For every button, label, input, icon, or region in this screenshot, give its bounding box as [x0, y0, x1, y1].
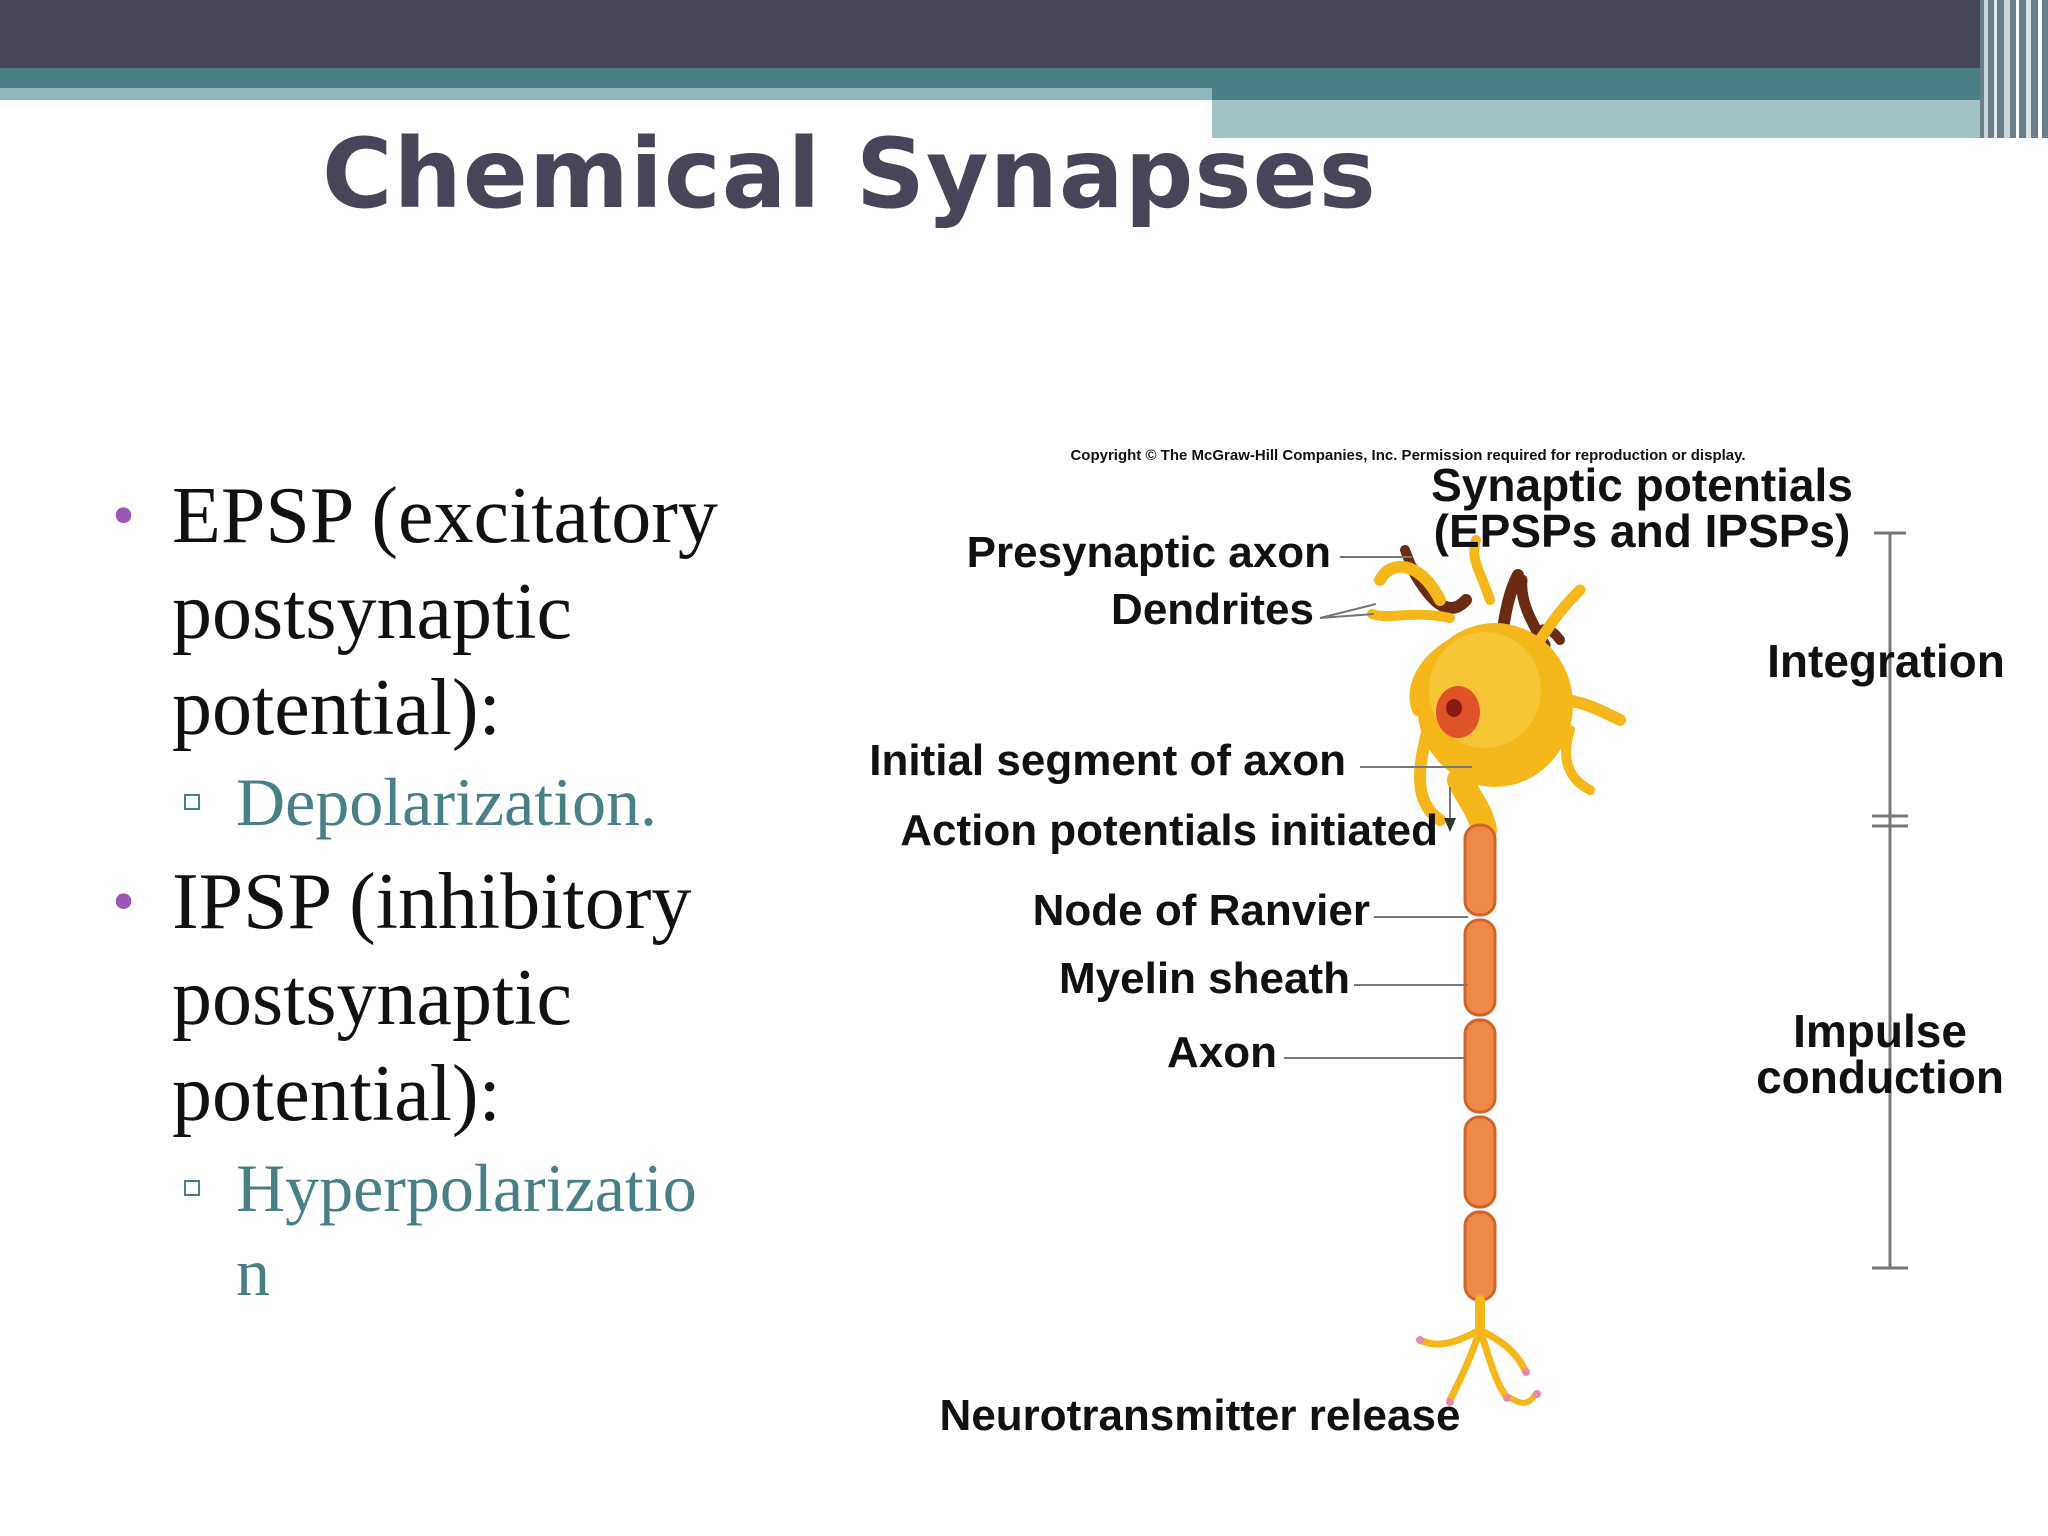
corner-stripes-decoration: [1980, 0, 2048, 138]
header-bar: [0, 0, 2048, 68]
label-action-potentials: Action potentials initiated: [900, 806, 1438, 855]
label-node-of-ranvier: Node of Ranvier: [1033, 886, 1370, 935]
label-conduction: conduction: [1756, 1051, 2004, 1103]
label-presynaptic-axon: Presynaptic axon: [967, 528, 1331, 577]
sub-bullet-hyperpolarization-text: Hyperpolarizatio n: [236, 1150, 697, 1310]
arrow-icon: [1444, 818, 1456, 832]
label-initial-segment: Initial segment of axon: [869, 736, 1346, 785]
sub-bullet-marker: [184, 1180, 200, 1196]
leader-lines: [1284, 556, 1472, 1059]
figure-copyright: Copyright © The McGraw-Hill Companies, I…: [1070, 447, 1745, 464]
label-neurotransmitter-release: Neurotransmitter release: [940, 1391, 1461, 1440]
neuron-cell-body: [1367, 535, 1626, 843]
label-epsps-ipsps: (EPSPs and IPSPs): [1434, 505, 1851, 557]
header-accent-light-left: [0, 88, 1212, 100]
bullet-dot: •: [112, 479, 136, 552]
label-integration: Integration: [1767, 635, 2005, 687]
label-synaptic-potentials: Synaptic potentials: [1431, 459, 1853, 511]
bullet-dot: •: [112, 865, 136, 938]
label-dendrites: Dendrites: [1111, 585, 1314, 634]
header-accent-light-right: [1212, 100, 2048, 138]
sub-bullet-marker: [184, 794, 200, 810]
myelinated-axon: [1463, 823, 1497, 1302]
slide-title: Chemical Synapses: [322, 118, 1377, 230]
right-bracket: [1872, 531, 1908, 1270]
sub-bullet-depolarization-text: Depolarization.: [236, 764, 658, 840]
label-impulse: Impulse: [1793, 1005, 1967, 1057]
neuron-diagram: Copyright © The McGraw-Hill Companies, I…: [869, 447, 2005, 1440]
bullet-ipsp-text: IPSP (inhibitory postsynaptic potential)…: [172, 858, 692, 1138]
axon-terminals: [1416, 1295, 1541, 1406]
bullet-epsp-text: EPSP (excitatory postsynaptic potential)…: [172, 472, 718, 752]
label-axon: Axon: [1167, 1028, 1277, 1077]
label-myelin-sheath: Myelin sheath: [1059, 954, 1350, 1003]
